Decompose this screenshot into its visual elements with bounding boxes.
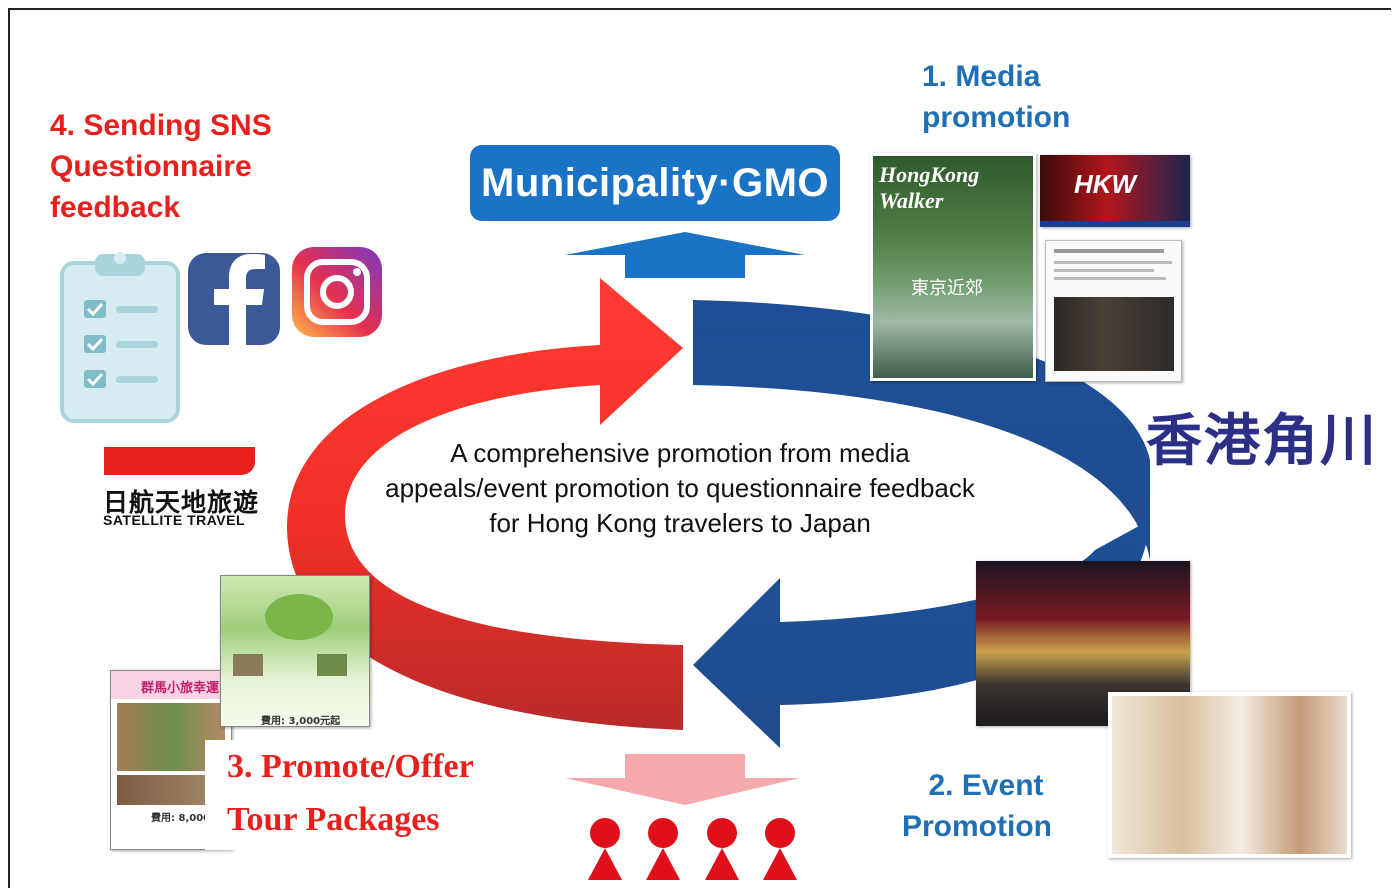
- step1-line2: promotion: [922, 101, 1071, 134]
- blue-arc-bottom: [693, 520, 1150, 748]
- step4-line3: feedback: [50, 191, 181, 224]
- event-photo-tasting: [1108, 692, 1351, 858]
- step1-label: 1. Media promotion: [922, 56, 1070, 138]
- step4-line1: 4. Sending SNS: [50, 109, 272, 142]
- step3-line2: Tour Packages: [227, 801, 440, 838]
- flyer-a-price: 費用: 8,000: [151, 813, 211, 824]
- step1-line1: 1. Media: [922, 60, 1041, 93]
- center-line3: for Hong Kong travelers to Japan: [489, 508, 871, 538]
- up-arrow: [565, 232, 805, 278]
- satellite-travel-name: 日航天地旅遊: [103, 488, 260, 517]
- tour-flyer-a: 群馬小旅幸運 費用: 8,000: [110, 670, 232, 850]
- instagram-icon: [292, 247, 382, 337]
- kadokawa-logo: 香港角川: [1146, 409, 1378, 474]
- step3-label: 3. Promote/Offer Tour Packages: [205, 740, 561, 850]
- facebook-icon: [188, 253, 280, 345]
- social-post: [1045, 240, 1182, 382]
- tour-flyer-b: 費用: 3,000元起: [220, 575, 370, 727]
- event-banner: HKW: [1040, 155, 1190, 227]
- magazine-title: HongKong Walker: [879, 162, 980, 213]
- center-line2: appeals/event promotion to questionnaire…: [385, 473, 975, 503]
- step2-line1: 2. Event: [928, 769, 1044, 802]
- magazine-japanese-title: 東京近郊: [911, 278, 983, 299]
- step2-label: 2. Event Promotion: [902, 765, 1052, 847]
- clipboard-icon: [60, 252, 180, 423]
- flyer-a-title: 群馬小旅幸運: [141, 681, 220, 696]
- step2-line2: Promotion: [902, 810, 1052, 843]
- people-icons: [588, 818, 797, 880]
- step4-label: 4. Sending SNS Questionnaire feedback: [50, 105, 272, 228]
- center-description: A comprehensive promotion from media app…: [330, 436, 1030, 541]
- slide-frame: [8, 8, 1391, 888]
- center-line1: A comprehensive promotion from media: [450, 438, 910, 468]
- gmo-box: Municipality·GMO: [470, 145, 840, 221]
- step3-line1: 3. Promote/Offer: [227, 748, 474, 785]
- satellite-travel-logo: [104, 447, 255, 475]
- banner-text: HKW: [1074, 169, 1137, 199]
- down-arrow: [565, 754, 800, 805]
- red-arc: [286, 278, 683, 730]
- satellite-travel-subtitle: SATELLITE TRAVEL: [103, 512, 246, 528]
- magazine-cover: HongKong Walker 東京近郊: [870, 153, 1036, 381]
- step4-line2: Questionnaire: [50, 150, 252, 183]
- flyer-b-price: 費用: 3,000元起: [261, 716, 341, 727]
